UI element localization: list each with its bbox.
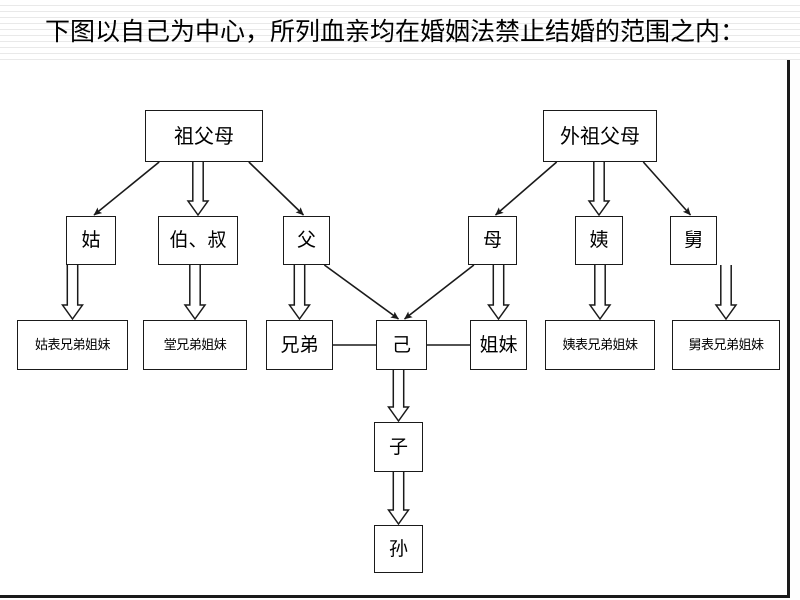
- node-boshu[interactable]: 伯、叔: [158, 216, 238, 265]
- node-waizufumu[interactable]: 外祖父母: [543, 110, 657, 162]
- node-zufumu[interactable]: 祖父母: [145, 110, 263, 162]
- node-tang[interactable]: 堂兄弟姐妹: [143, 320, 247, 370]
- node-jiu[interactable]: 舅: [670, 216, 717, 265]
- node-yibiao[interactable]: 姨表兄弟姐妹: [545, 320, 655, 370]
- node-label: 子: [389, 438, 408, 457]
- node-label: 姐妹: [479, 336, 517, 355]
- node-label: 伯、叔: [169, 231, 226, 250]
- edge-zufumu-to-gu: [94, 162, 159, 215]
- node-label: 兄弟: [280, 336, 318, 355]
- node-label: 孙: [389, 540, 408, 559]
- edge-zufumu-to-boshu: [188, 162, 208, 215]
- edge-fu-to-ji: [324, 265, 398, 319]
- node-sun[interactable]: 孙: [374, 525, 423, 573]
- node-label: 姨: [589, 231, 608, 250]
- edge-boshu-to-tang: [185, 265, 205, 319]
- diagram-canvas: 祖父母 外祖父母姑 伯、叔 父 母 姨 舅姑表兄弟姐妹 堂兄弟姐妹 兄弟 己 姐妹 姨表兄弟姐妹 舅表兄…: [0, 60, 790, 598]
- node-label: 己: [392, 336, 411, 355]
- edge-mu-to-ji: [405, 265, 474, 319]
- edge-yi-to-yibiao: [590, 265, 610, 319]
- node-label: 姑表兄弟姐妹: [35, 339, 110, 352]
- node-zi[interactable]: 子: [374, 422, 423, 472]
- edge-waizufumu-to-mu: [496, 162, 557, 215]
- node-label: 舅: [684, 231, 703, 250]
- node-label: 母: [483, 231, 502, 250]
- node-jiubiao[interactable]: 舅表兄弟姐妹: [672, 320, 780, 370]
- node-fu[interactable]: 父: [283, 216, 330, 265]
- node-jiemei[interactable]: 姐妹: [470, 320, 527, 370]
- node-label: 舅表兄弟姐妹: [688, 339, 763, 352]
- node-mu[interactable]: 母: [468, 216, 517, 265]
- node-yi[interactable]: 姨: [575, 216, 623, 265]
- edge-gu-to-gubiao: [63, 265, 83, 319]
- edge-ji-to-zi: [389, 370, 409, 421]
- node-xiongdi[interactable]: 兄弟: [266, 320, 333, 370]
- edge-fu-to-xiongdi: [290, 265, 310, 319]
- node-gubiao[interactable]: 姑表兄弟姐妹: [17, 320, 128, 370]
- edge-waizufumu-to-jiu: [643, 162, 690, 215]
- edge-mu-to-jiemei: [489, 265, 509, 319]
- node-label: 外祖父母: [560, 126, 640, 146]
- node-gu[interactable]: 姑: [66, 216, 116, 265]
- node-label: 姨表兄弟姐妹: [562, 339, 637, 352]
- node-label: 姑: [81, 231, 100, 250]
- node-label: 堂兄弟姐妹: [164, 339, 227, 352]
- edge-jiu-to-jiubiao: [716, 265, 736, 319]
- node-label: 祖父母: [174, 126, 234, 146]
- node-label: 父: [297, 231, 316, 250]
- page-title: 下图以自己为中心，所列血亲均在婚姻法禁止结婚的范围之内：: [0, 8, 790, 52]
- edge-zufumu-to-fu: [249, 162, 304, 215]
- edge-waizufumu-to-yi: [589, 162, 609, 215]
- node-ji[interactable]: 己: [376, 320, 427, 370]
- edge-zi-to-sun: [389, 472, 409, 524]
